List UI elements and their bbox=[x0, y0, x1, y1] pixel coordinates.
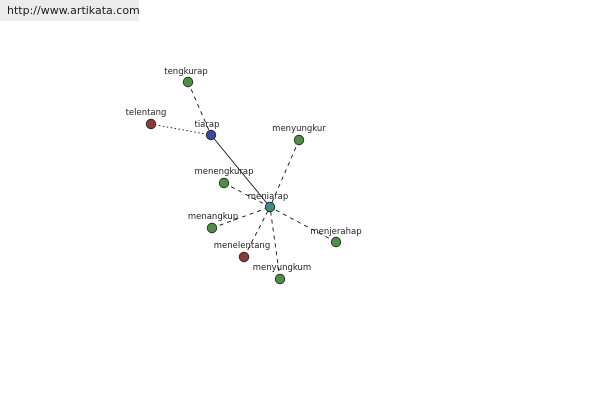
node-label-tiarap[interactable]: tiarap bbox=[194, 120, 219, 130]
url-text: http://www.artikata.com bbox=[7, 4, 140, 17]
node-label-meniarap[interactable]: meniarap bbox=[248, 192, 289, 202]
node-tengkurap[interactable] bbox=[182, 76, 194, 88]
node-label-menelentang[interactable]: menelentang bbox=[214, 241, 270, 251]
node-menangkup[interactable] bbox=[206, 222, 218, 234]
edge-menangkup-meniarap bbox=[211, 206, 271, 229]
node-label-menangkup[interactable]: menangkup bbox=[188, 212, 238, 222]
node-label-tengkurap[interactable]: tengkurap bbox=[164, 67, 208, 77]
node-menyungkum[interactable] bbox=[274, 273, 286, 285]
edge-tiarap-meniarap bbox=[210, 134, 271, 208]
edge-menelentang-meniarap bbox=[243, 206, 271, 258]
node-tiarap[interactable] bbox=[205, 129, 217, 141]
node-label-menyungkum[interactable]: menyungkum bbox=[253, 263, 311, 273]
node-telentang[interactable] bbox=[145, 118, 157, 130]
node-menelentang[interactable] bbox=[238, 251, 250, 263]
url-bar: http://www.artikata.com bbox=[0, 0, 140, 21]
node-label-menyungkur[interactable]: menyungkur bbox=[272, 124, 326, 134]
node-menengkurap[interactable] bbox=[218, 177, 230, 189]
node-label-menengkurap[interactable]: menengkurap bbox=[194, 167, 253, 177]
edge-tengkurap-tiarap bbox=[187, 81, 212, 136]
node-label-telentang[interactable]: telentang bbox=[126, 108, 167, 118]
node-menjerahap[interactable] bbox=[330, 236, 342, 248]
node-meniarap[interactable] bbox=[264, 201, 276, 213]
edge-menengkurap-meniarap bbox=[223, 182, 271, 208]
node-label-menjerahap[interactable]: menjerahap bbox=[310, 227, 361, 237]
node-menyungkur[interactable] bbox=[293, 134, 305, 146]
